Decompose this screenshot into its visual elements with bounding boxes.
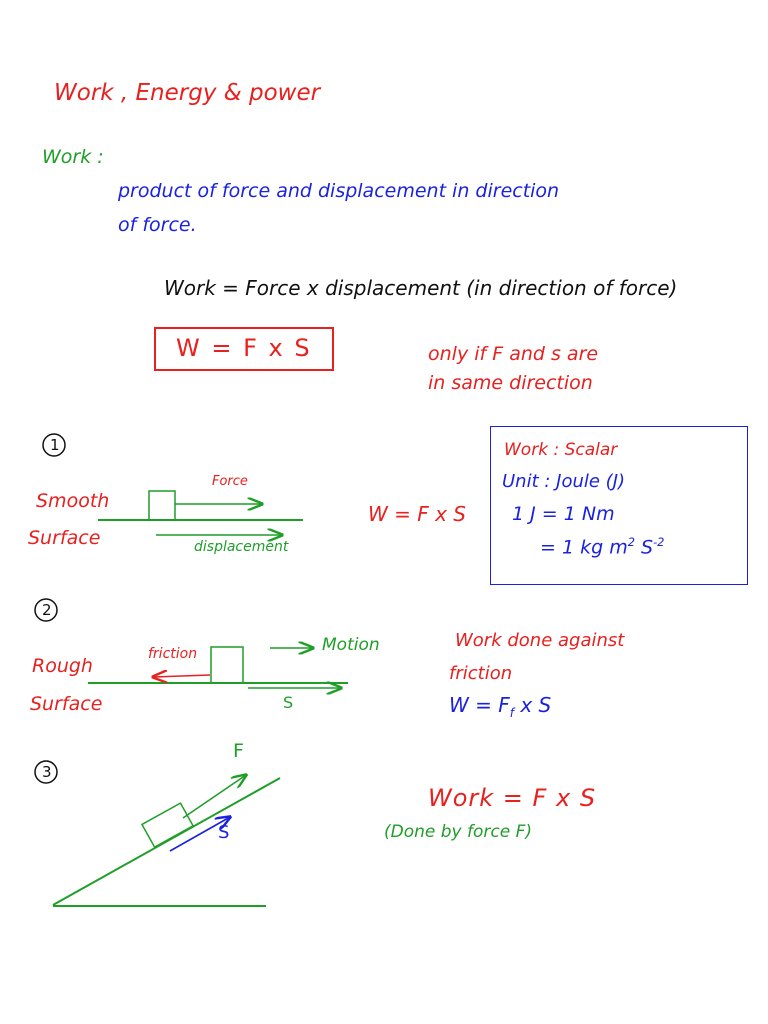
number-circle-1 — [42, 433, 66, 457]
boxed-formula-frame — [154, 327, 334, 371]
info-si-units: = 1 kg m2 S-2 — [540, 535, 664, 558]
force-label: Force — [212, 474, 248, 489]
example-2-note-line-1: Work done against — [455, 630, 625, 651]
number-circle-3 — [34, 760, 58, 784]
info-unit: Unit : Joule (J) — [502, 471, 626, 492]
example-2-equation: W = Ff x S — [449, 693, 551, 720]
smooth-label-line-2: Surface — [28, 527, 101, 549]
info-si-sup-2: -2 — [653, 535, 665, 549]
friction-arrow — [153, 675, 211, 677]
block-2 — [210, 646, 244, 684]
block-3 — [140, 802, 195, 849]
condition-line-1: only if F and s are — [428, 343, 599, 365]
example-3-note: (Done by force F) — [384, 822, 533, 842]
example-number-3: 3 — [42, 763, 52, 781]
example-number-1: 1 — [50, 436, 60, 454]
rough-label-line-2: Surface — [30, 693, 103, 715]
friction-label: friction — [148, 646, 198, 662]
work-heading: Work : — [42, 146, 104, 168]
motion-label: Motion — [322, 635, 380, 655]
example-2-equation-base: W = F — [449, 693, 510, 717]
condition-line-2: in same direction — [428, 372, 593, 394]
displacement-label: displacement — [194, 539, 289, 555]
s-label-3: S — [218, 822, 230, 843]
rough-label-line-1: Rough — [32, 655, 93, 677]
incline-line — [52, 777, 281, 906]
info-si-base: = 1 kg m — [540, 536, 628, 559]
incline-force-arrow — [182, 775, 246, 819]
info-si-sup-1: 2 — [627, 535, 635, 549]
example-2-note-line-2: friction — [449, 663, 513, 684]
info-work-scalar: Work : Scalar — [504, 440, 618, 460]
example-1-equation: W = F x S — [368, 502, 466, 526]
example-2-equation-sub: f — [509, 706, 514, 720]
example-number-2: 2 — [42, 601, 52, 619]
definition-line-1: product of force and displacement in dir… — [118, 180, 560, 202]
info-si-mid: S — [634, 536, 654, 559]
definition-line-2: of force. — [118, 214, 197, 236]
example-3-equation: Work = F x S — [428, 784, 597, 812]
boxed-formula: W = F x S — [176, 334, 312, 362]
example-2-equation-tail: x S — [520, 693, 552, 717]
block-1 — [148, 490, 176, 521]
incline-s-arrow — [169, 817, 230, 852]
smooth-label-line-1: Smooth — [36, 490, 110, 512]
info-joule-nm: 1 J = 1 Nm — [512, 503, 615, 525]
f-label-3: F — [233, 740, 244, 762]
number-circle-2 — [34, 598, 58, 622]
s-label-2: S — [283, 693, 294, 712]
formula-text: Work = Force x displacement (in directio… — [164, 276, 678, 300]
page-title: Work , Energy & power — [54, 80, 321, 106]
info-box — [490, 426, 748, 585]
